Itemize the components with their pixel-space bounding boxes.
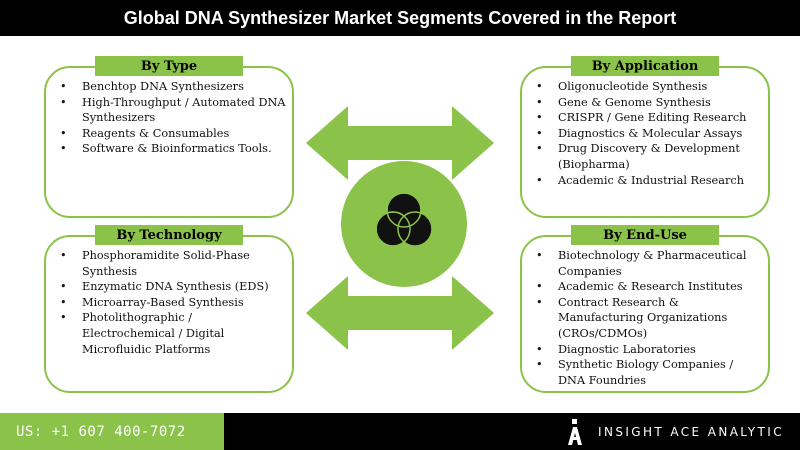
list-item: Enzymatic DNA Synthesis (EDS) bbox=[56, 279, 286, 295]
panel-list-by-end-use: Biotechnology & Pharmaceutical Companies… bbox=[532, 248, 762, 388]
panel-list-by-type: Benchtop DNA Synthesizers High-Throughpu… bbox=[56, 79, 286, 157]
list-item: Drug Discovery & Development (Biopharma) bbox=[532, 141, 762, 172]
list-item: Diagnostic Laboratories bbox=[532, 342, 762, 358]
list-item: High-Throughput / Automated DNA Synthesi… bbox=[56, 95, 286, 126]
page-title: Global DNA Synthesizer Market Segments C… bbox=[0, 0, 800, 36]
upper-double-arrow bbox=[306, 106, 494, 180]
panel-header-by-technology: By Technology bbox=[95, 225, 243, 245]
footer-brand-bar: INSIGHT ACE ANALYTIC bbox=[224, 413, 800, 450]
list-item: Synthetic Biology Companies / DNA Foundr… bbox=[532, 357, 762, 388]
list-item: Reagents & Consumables bbox=[56, 126, 286, 142]
list-item: Software & Bioinformatics Tools. bbox=[56, 141, 286, 157]
panel-by-technology: By Technology Phosphoramidite Solid-Phas… bbox=[44, 225, 294, 393]
list-item: Academic & Research Institutes bbox=[532, 279, 762, 295]
panel-list-by-technology: Phosphoramidite Solid-Phase Synthesis En… bbox=[56, 248, 286, 357]
list-item: Diagnostics & Molecular Assays bbox=[532, 126, 762, 142]
footer-phone: US: +1 607 400-7072 bbox=[0, 413, 224, 450]
list-item: Biotechnology & Pharmaceutical Companies bbox=[532, 248, 762, 279]
list-item: Oligonucleotide Synthesis bbox=[532, 79, 762, 95]
list-item: Contract Research & Manufacturing Organi… bbox=[532, 295, 762, 342]
panel-by-end-use: By End-Use Biotechnology & Pharmaceutica… bbox=[520, 225, 770, 393]
center-hub bbox=[341, 161, 467, 287]
list-item: CRISPR / Gene Editing Research bbox=[532, 110, 762, 126]
panel-list-by-application: Oligonucleotide Synthesis Gene & Genome … bbox=[532, 79, 762, 188]
panel-by-type: By Type Benchtop DNA Synthesizers High-T… bbox=[44, 56, 294, 218]
list-item: Benchtop DNA Synthesizers bbox=[56, 79, 286, 95]
list-item: Phosphoramidite Solid-Phase Synthesis bbox=[56, 248, 286, 279]
panel-header-by-end-use: By End-Use bbox=[571, 225, 719, 245]
brand-name: INSIGHT ACE ANALYTIC bbox=[598, 424, 784, 439]
insightace-logo-icon bbox=[568, 418, 582, 445]
list-item: Gene & Genome Synthesis bbox=[532, 95, 762, 111]
panel-header-by-application: By Application bbox=[571, 56, 719, 76]
three-circles-venn-icon bbox=[375, 192, 433, 247]
list-item: Microarray-Based Synthesis bbox=[56, 295, 286, 311]
list-item: Photolithographic / Electrochemical / Di… bbox=[56, 310, 286, 357]
list-item: Academic & Industrial Research bbox=[532, 173, 762, 189]
panel-by-application: By Application Oligonucleotide Synthesis… bbox=[520, 56, 770, 218]
panel-header-by-type: By Type bbox=[95, 56, 243, 76]
lower-double-arrow bbox=[306, 276, 494, 350]
